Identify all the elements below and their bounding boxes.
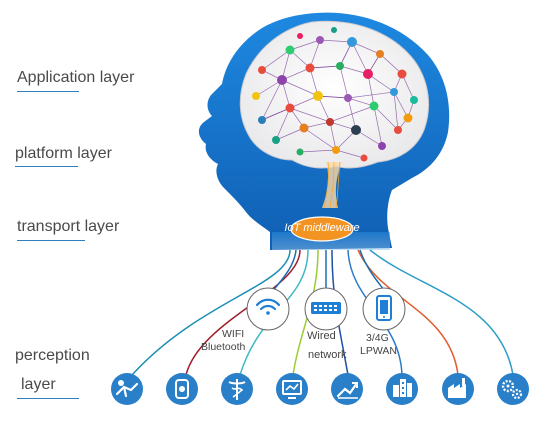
middleware-label: IoT middleware <box>284 222 360 234</box>
transport-underline <box>17 240 85 241</box>
cellular-label: 3/4G <box>366 332 389 344</box>
platform-rest: layer <box>72 145 112 162</box>
device-icons <box>111 373 529 405</box>
wifi-icon <box>255 298 281 315</box>
application-underline <box>17 91 79 92</box>
factory-icon <box>442 373 474 405</box>
platform-layer-label: platform layer <box>15 145 112 163</box>
platform-underline <box>15 166 78 167</box>
transport-layer-label: transport layer <box>17 218 119 236</box>
brain-stem <box>322 162 342 208</box>
middleware-ellipse <box>290 216 354 242</box>
transport-rest: layer <box>80 218 120 235</box>
application-layer-label: Application layer <box>17 69 135 86</box>
city-buildings-icon <box>386 373 418 405</box>
medical-caduceus-icon <box>221 373 253 405</box>
cellular-node <box>362 287 406 331</box>
baby-icon <box>111 373 143 405</box>
monitor-chart-icon <box>276 373 308 405</box>
smartphone-icon <box>376 295 392 321</box>
wifi-node <box>246 287 290 331</box>
platform-word: platform <box>15 145 73 162</box>
brain-nodes <box>252 27 418 162</box>
growth-chart-icon <box>331 373 363 405</box>
wifi-label: WIFI <box>222 328 245 340</box>
network-label: network <box>308 349 347 361</box>
gears-icon <box>497 373 529 405</box>
bluetooth-label: Bluetooth <box>201 341 246 353</box>
ethernet-switch-icon <box>311 302 341 314</box>
perception-layer-label: perception <box>15 347 90 364</box>
lpwan-label: LPWAN <box>360 345 397 357</box>
perception-underline <box>17 398 79 399</box>
wired-label: Wired <box>307 330 336 342</box>
wired-node <box>304 287 348 331</box>
brain-stem-fibers <box>323 161 341 209</box>
wearable-watch-icon <box>166 373 198 405</box>
perception-layer-label-line2: layer <box>21 376 56 393</box>
transport-word: transport <box>17 218 81 235</box>
